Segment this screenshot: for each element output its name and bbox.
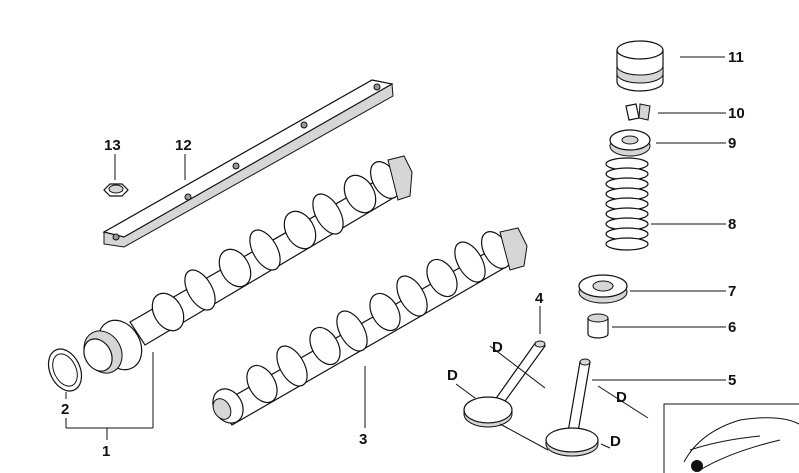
- dimension-d-label: D: [610, 433, 621, 450]
- sealing-ring-part-2[interactable]: [42, 344, 88, 397]
- stem-seal-part-6[interactable]: [587, 313, 609, 339]
- dimension-d-label: D: [616, 389, 627, 406]
- callout-5: 5: [728, 372, 736, 389]
- callout-13: 13: [104, 137, 121, 154]
- callout-12: 12: [175, 137, 192, 154]
- callout-10: 10: [728, 105, 745, 122]
- callout-8: 8: [728, 216, 736, 233]
- bucket-tappet-part-11[interactable]: [616, 40, 664, 92]
- callout-4: 4: [535, 290, 544, 307]
- callout-11: 11: [728, 49, 744, 66]
- vehicle-thumbnail: [663, 403, 799, 473]
- callout-7: 7: [728, 283, 736, 300]
- nut-part-13[interactable]: [103, 183, 129, 197]
- spring-retainer-part-9[interactable]: [609, 129, 651, 157]
- dimension-d-label: D: [492, 339, 503, 356]
- leader-lines: [65, 56, 726, 451]
- valve-cotter-part-10[interactable]: [625, 103, 651, 121]
- camshaft-part-3[interactable]: [207, 227, 528, 429]
- dimension-d-label: D: [447, 367, 458, 384]
- callout-3: 3: [359, 431, 367, 448]
- callout-6: 6: [728, 319, 736, 336]
- camshaft-lobes: [151, 161, 401, 332]
- callout-9: 9: [728, 135, 736, 152]
- callout-1: 1: [102, 443, 110, 460]
- spring-seat-part-7[interactable]: [578, 274, 628, 304]
- bearing-strip-part-12[interactable]: [102, 79, 394, 248]
- valve-spring-part-8[interactable]: [605, 157, 649, 251]
- camshaft-part-1[interactable]: [76, 155, 413, 380]
- callout-2: 2: [61, 401, 69, 418]
- callout-labels: 11 10 9 8 7 6 5 4 13 12 3 2 1 D D D D: [61, 49, 745, 460]
- location-marker-icon: [691, 460, 703, 472]
- valve-part-5[interactable]: [545, 358, 599, 457]
- valve-part-4[interactable]: [463, 340, 546, 428]
